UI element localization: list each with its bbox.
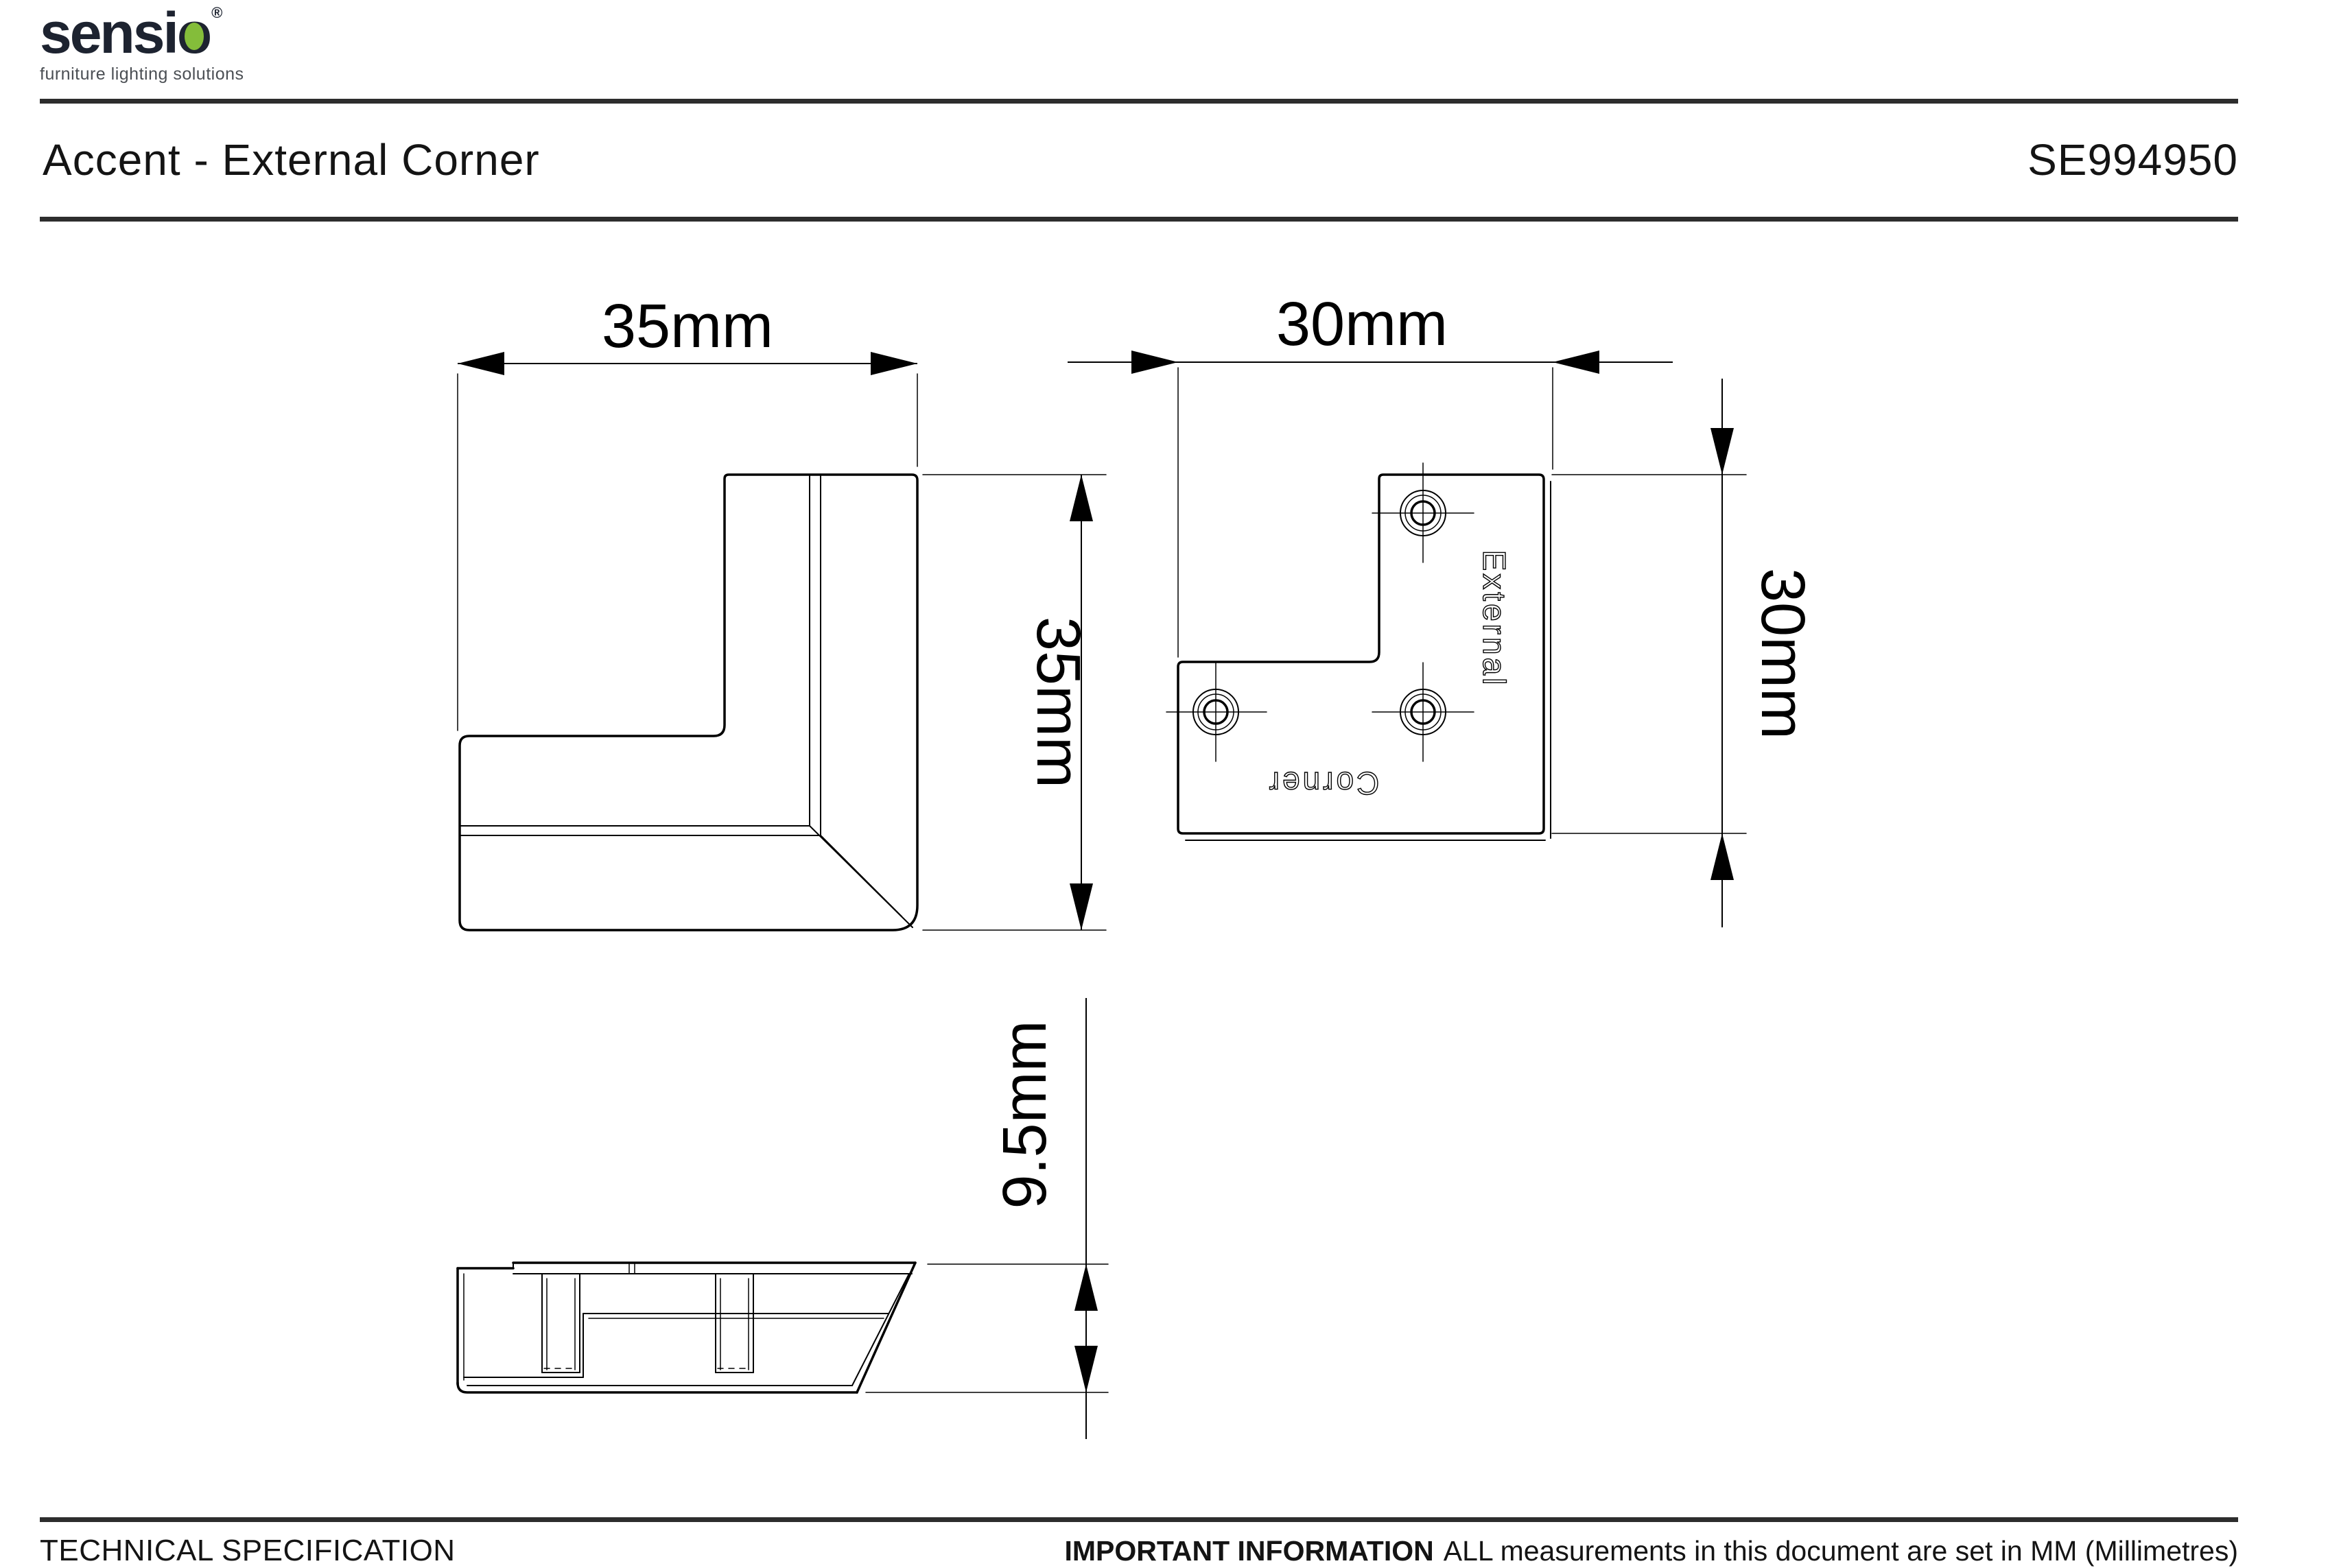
screw-hole (1166, 662, 1267, 762)
logo-wordmark: sensio (40, 1, 212, 65)
front-view-drawing: 35mm 35mm (457, 292, 1107, 931)
clip-leg (541, 1273, 580, 1373)
footer-doc-type: TECHNICAL SPECIFICATION (40, 1534, 456, 1567)
registered-mark: ® (211, 4, 223, 21)
footer-measurement-note: ALL measurements in this document are se… (1443, 1535, 2238, 1567)
dim-arrow-down (1710, 428, 1734, 475)
screw-hole (1372, 462, 1474, 563)
side-bottom-edge (456, 1381, 858, 1394)
plate-outline (1177, 473, 1545, 835)
footer-important-label: IMPORTANT INFORMATION (1064, 1535, 1434, 1567)
header-rule-top (40, 99, 2238, 104)
dim-arrow-up (1074, 1264, 1098, 1311)
side-view-drawing: 9.5mm (456, 998, 1109, 1439)
mitre-joint-line (820, 835, 902, 917)
plate-height-label: 30mm (1748, 568, 1817, 739)
plate-view-drawing: 30mm 30mm (1068, 290, 1817, 927)
dim-arrow-left (1553, 351, 1599, 374)
plate-engraving-external: External (1477, 550, 1512, 688)
screw-hole (1372, 662, 1474, 762)
dim-arrow-up (1070, 475, 1093, 521)
side-mitre-inner (851, 1273, 910, 1386)
footer-rule (40, 1517, 2238, 1522)
dim-arrow-up (1710, 833, 1734, 880)
plate-engraving-corner: Corner (1267, 765, 1380, 801)
product-code: SE994950 (2027, 135, 2238, 185)
side-mitre-edge (856, 1261, 917, 1394)
logo-o-green-icon: o (176, 1, 212, 65)
footer-important-info: IMPORTANT INFORMATION ALL measurements in… (1065, 1535, 2239, 1567)
front-width-label: 35mm (602, 292, 773, 361)
front-view-outline (458, 473, 919, 931)
side-height-label: 9.5mm (991, 1020, 1059, 1209)
clip-leg (715, 1273, 754, 1373)
dim-arrow-left (458, 352, 504, 375)
sensio-logo: sensio® furniture lighting solutions (40, 4, 244, 83)
dim-arrow-right (871, 352, 917, 375)
dim-arrow-down (1070, 883, 1093, 930)
header-rule-bottom (40, 217, 2238, 222)
plate-width-label: 30mm (1276, 290, 1448, 359)
logo-tagline: furniture lighting solutions (40, 64, 244, 84)
front-height-label: 35mm (1024, 617, 1092, 788)
dim-arrow-right (1131, 351, 1178, 374)
page-title: Accent - External Corner (43, 135, 540, 185)
dim-arrow-down (1074, 1346, 1098, 1392)
